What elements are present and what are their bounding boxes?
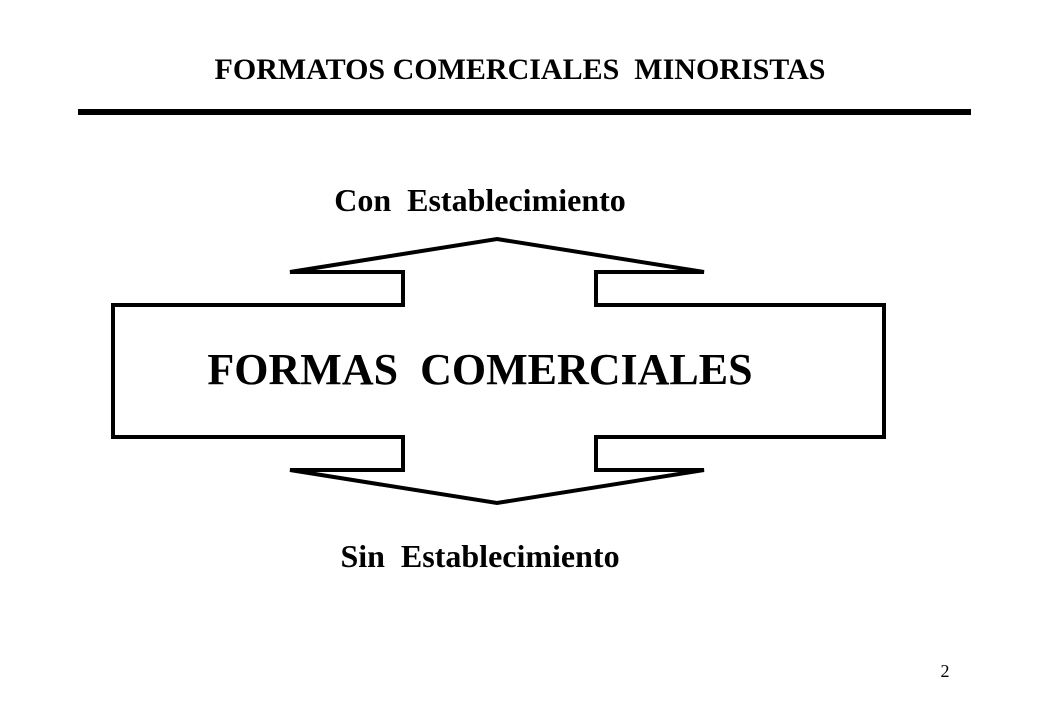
without-establishment-label: Sin Establecimiento xyxy=(340,538,620,574)
title-rule xyxy=(78,109,971,115)
double-arrow-shape xyxy=(111,236,886,506)
commercial-forms-label: FORMAS COMERCIALES xyxy=(207,345,753,394)
with-establishment-label: Con Establecimiento xyxy=(334,182,626,218)
slide-title: FORMATOS COMERCIALES MINORISTAS xyxy=(214,53,826,86)
page-number: 2 xyxy=(940,661,950,681)
